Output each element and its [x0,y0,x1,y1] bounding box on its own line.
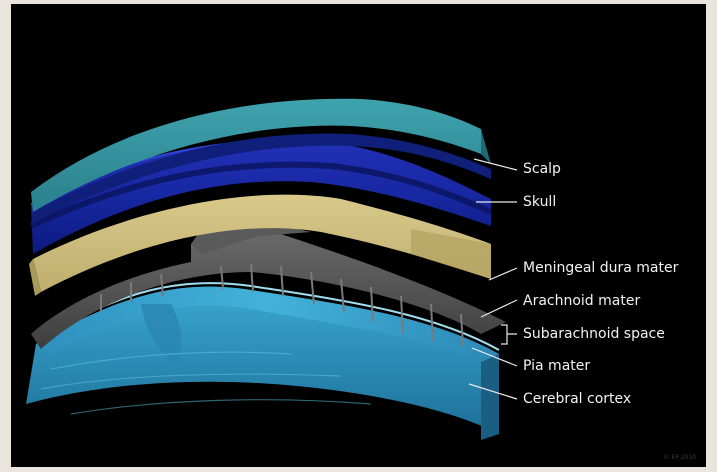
label-scalp: Scalp [523,161,561,177]
label-pia-mater: Pia mater [523,358,590,374]
label-dura-mater: Meningeal dura mater [523,260,678,276]
credit-text: © EP 2010 [664,454,697,461]
label-cerebral-cortex: Cerebral cortex [523,391,631,407]
label-subarachnoid-space: Subarachnoid space [523,326,665,342]
diagram-frame: Scalp Skull Meningeal dura mater Arachno… [11,4,706,467]
label-skull: Skull [523,194,556,210]
label-arachnoid-mater: Arachnoid mater [523,293,640,309]
